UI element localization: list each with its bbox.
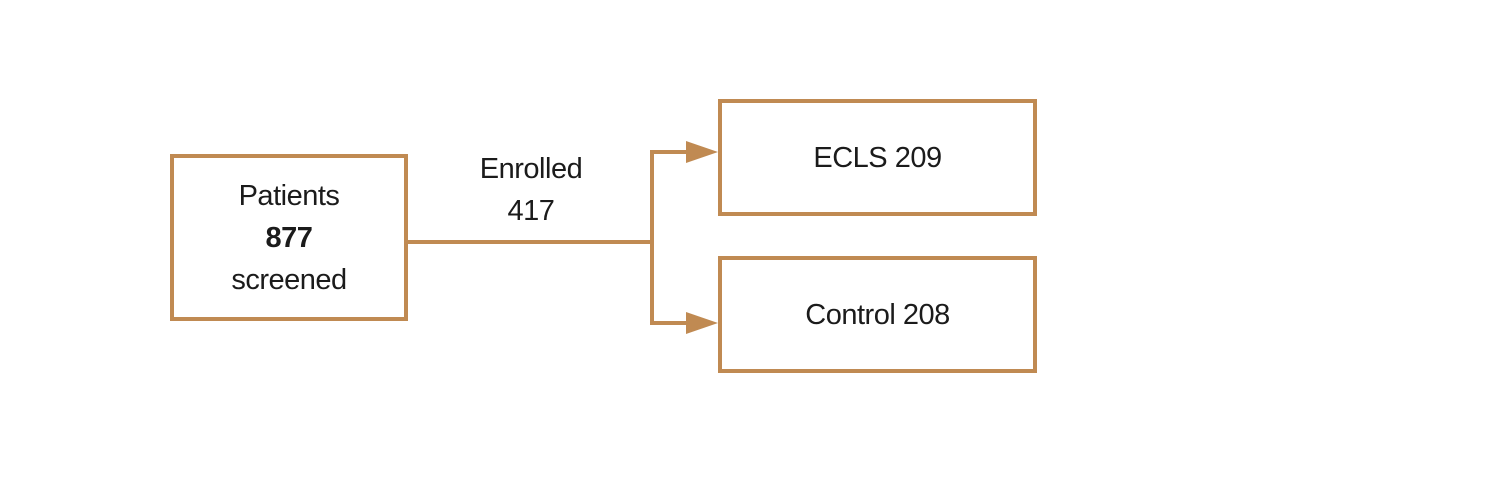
node-ecls: ECLS 209: [718, 99, 1037, 216]
node-patients-screened: Patients 877 screened: [170, 154, 408, 321]
enrolled-label: Enrolled: [479, 153, 583, 185]
patients-label: Patients: [238, 179, 340, 212]
arrowhead-control-icon: [686, 312, 718, 334]
enrolled-edge-label: Enrolled 417: [408, 148, 654, 232]
connector-branch-bottom: [650, 321, 688, 325]
node-control: Control 208: [718, 256, 1037, 373]
control-label: Control 208: [805, 298, 950, 331]
ecls-label: ECLS 209: [813, 141, 942, 174]
connector-branch-top: [650, 150, 688, 154]
patients-screened-text: Patients 877 screened: [231, 175, 347, 301]
connector-branch-vertical: [650, 150, 654, 325]
enrolled-count: 417: [507, 195, 555, 227]
arrowhead-ecls-icon: [686, 141, 718, 163]
connector-main-line: [408, 240, 654, 244]
screened-label: screened: [231, 263, 347, 296]
screened-count: 877: [265, 221, 313, 254]
